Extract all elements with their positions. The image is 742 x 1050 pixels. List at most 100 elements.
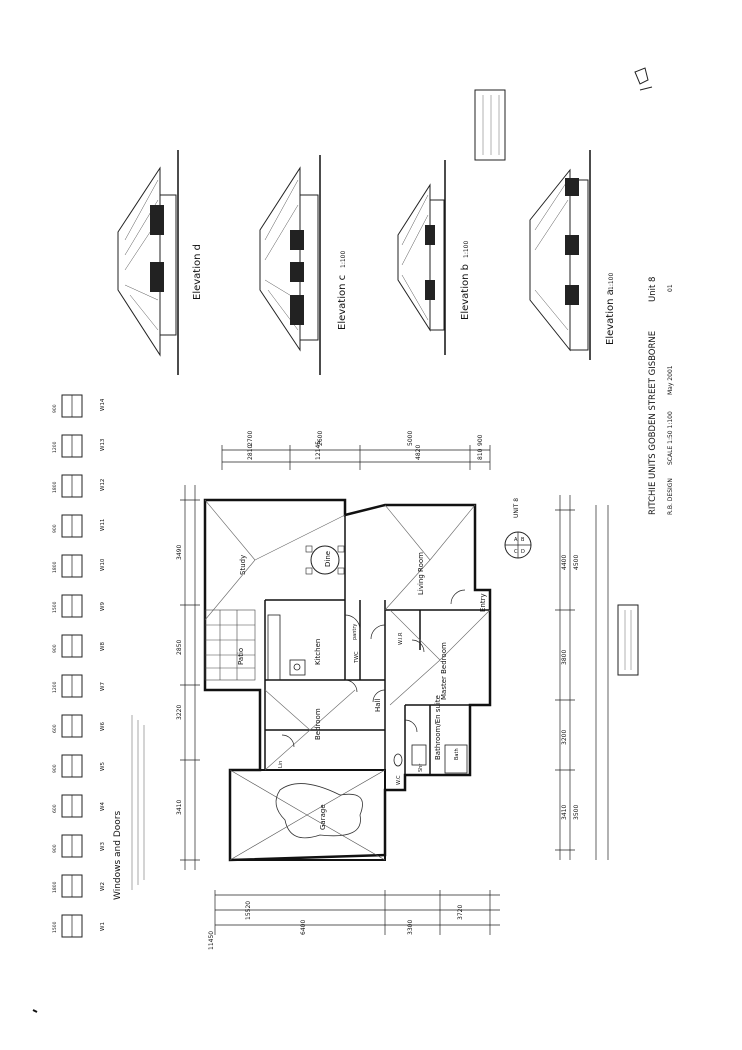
dim-right-2: 4500 <box>573 555 580 570</box>
title-designer: R.B. DESIGN <box>667 478 674 515</box>
dim-top-sub-1: 2810 <box>247 445 254 460</box>
window-size-label: 1800 <box>52 881 58 893</box>
dim-top-1: 2700 <box>247 431 254 446</box>
room-garage: Garage <box>319 804 327 830</box>
room-kitchen: Kitchen <box>314 639 322 665</box>
window-size-label: 1200 <box>52 681 58 693</box>
window-code-label: W4 <box>100 802 106 811</box>
window-code-label: W13 <box>100 438 106 451</box>
dim-top-sub-2: 12145 <box>315 441 322 460</box>
room-bedroom: Bedroom <box>314 708 322 740</box>
window-code-label: W2 <box>100 882 106 891</box>
room-lin: Lin <box>278 761 284 768</box>
dim-top-sub-3: 4820 <box>415 445 422 460</box>
elevation-c-scale: 1:100 <box>340 251 347 268</box>
title-sheet: 01 <box>667 284 674 292</box>
margin-mark <box>32 1009 38 1013</box>
floor-plan: 2700 2600 5000 900 2810 12145 4820 810 3… <box>176 431 639 950</box>
window-item-w9: W9 1500 <box>52 594 106 618</box>
window-size-label: 900 <box>52 844 58 853</box>
title-date: May 2001 <box>667 365 674 395</box>
dim-bottom-4: 15520 <box>245 901 252 920</box>
window-size-label: 1500 <box>52 601 58 613</box>
window-code-label: W14 <box>100 398 106 411</box>
room-study: Study <box>239 555 247 575</box>
dim-top-3: 5000 <box>407 431 414 446</box>
window-code-label: W9 <box>100 602 106 611</box>
room-master: Master Bedroom <box>440 642 448 700</box>
window-size-label: 600 <box>52 724 58 733</box>
council-stamp-right <box>617 604 639 676</box>
room-wc: W.C <box>396 775 402 785</box>
dim-right-4: 3200 <box>561 730 568 745</box>
patio-paving <box>204 609 256 681</box>
window-item-w6: W6 600 <box>52 714 106 738</box>
room-twc: TWC <box>354 651 360 664</box>
compass-mark-d: D <box>521 549 525 555</box>
window-code-label: W12 <box>100 479 106 491</box>
room-bath2: Bath <box>454 748 460 760</box>
bath-fixtures <box>393 744 468 774</box>
kitchen-bench <box>267 614 306 681</box>
elevation-b: Elevation b 1:100 <box>397 160 471 355</box>
dimension-chain-left <box>180 485 200 870</box>
elevation-c: Elevation c 1:100 <box>259 155 348 375</box>
room-living: Living Room <box>417 552 425 595</box>
window-schedule: Windows and Doors W11500W21800W3900W4600… <box>52 394 145 938</box>
dim-top-4: 900 <box>477 434 484 446</box>
window-size-label: 1500 <box>52 921 58 933</box>
compass-icon: A B C D <box>504 531 532 559</box>
window-code-label: W1 <box>100 922 106 931</box>
window-item-w1: W1 1500 <box>52 914 106 938</box>
title-scale: SCALE 1:50 1:100 <box>667 411 674 465</box>
dim-top-2: 2600 <box>317 431 324 446</box>
window-code-label: W6 <box>100 722 106 731</box>
dim-bottom-3: 3720 <box>457 905 464 920</box>
dim-left-2: 3220 <box>176 705 183 720</box>
dimension-chain-bottom <box>214 890 500 935</box>
room-dine: Dine <box>324 551 332 567</box>
dim-left-1: 3490 <box>176 545 183 560</box>
dim-right-1: 4400 <box>561 555 568 570</box>
room-hall: Hall <box>374 699 382 712</box>
dim-left-3: 2850 <box>176 640 183 655</box>
window-size-label: 1800 <box>52 481 58 493</box>
window-code-label: W7 <box>100 682 106 691</box>
window-code-label: W3 <box>100 842 106 851</box>
window-item-w14: W14 900 <box>52 394 106 418</box>
dim-right-5: 3410 <box>561 805 568 820</box>
window-row: W11500W21800W3900W4600W5900W6600W71200W8… <box>52 394 106 938</box>
elevation-b-label: Elevation b <box>460 264 471 320</box>
window-code-label: W5 <box>100 762 106 771</box>
room-wir: W.I.R <box>398 632 404 645</box>
interior-walls <box>264 515 490 775</box>
window-code-label: W10 <box>100 558 106 571</box>
elevation-d: Elevation d <box>117 150 203 375</box>
window-schedule-notes <box>131 715 145 890</box>
window-size-label: 1200 <box>52 441 58 453</box>
dimension-chain-top <box>221 445 491 470</box>
dim-bottom-5: 11450 <box>208 931 215 950</box>
dim-right-6: 3500 <box>573 805 580 820</box>
garage: Garage <box>229 769 386 861</box>
window-size-label: 900 <box>52 404 58 413</box>
window-item-w2: W2 1800 <box>52 874 106 898</box>
window-item-w13: W13 1200 <box>52 434 106 458</box>
room-bath: Bathroom/En suite <box>434 695 442 760</box>
title-unit: Unit 8 <box>648 277 658 302</box>
room-shr: Shr <box>418 763 424 772</box>
room-patio: Patio <box>237 648 245 665</box>
window-item-w3: W3 900 <box>52 834 106 858</box>
dim-right-3: 3800 <box>561 650 568 665</box>
window-size-label: 900 <box>52 644 58 653</box>
title-line-1: RITCHIE UNITS GOBDEN STREET GISBORNE <box>648 331 658 515</box>
elevation-a-scale: 1:100 <box>608 273 615 290</box>
unit-8-label: UNIT 8 <box>513 498 520 518</box>
window-size-label: 900 <box>52 524 58 533</box>
